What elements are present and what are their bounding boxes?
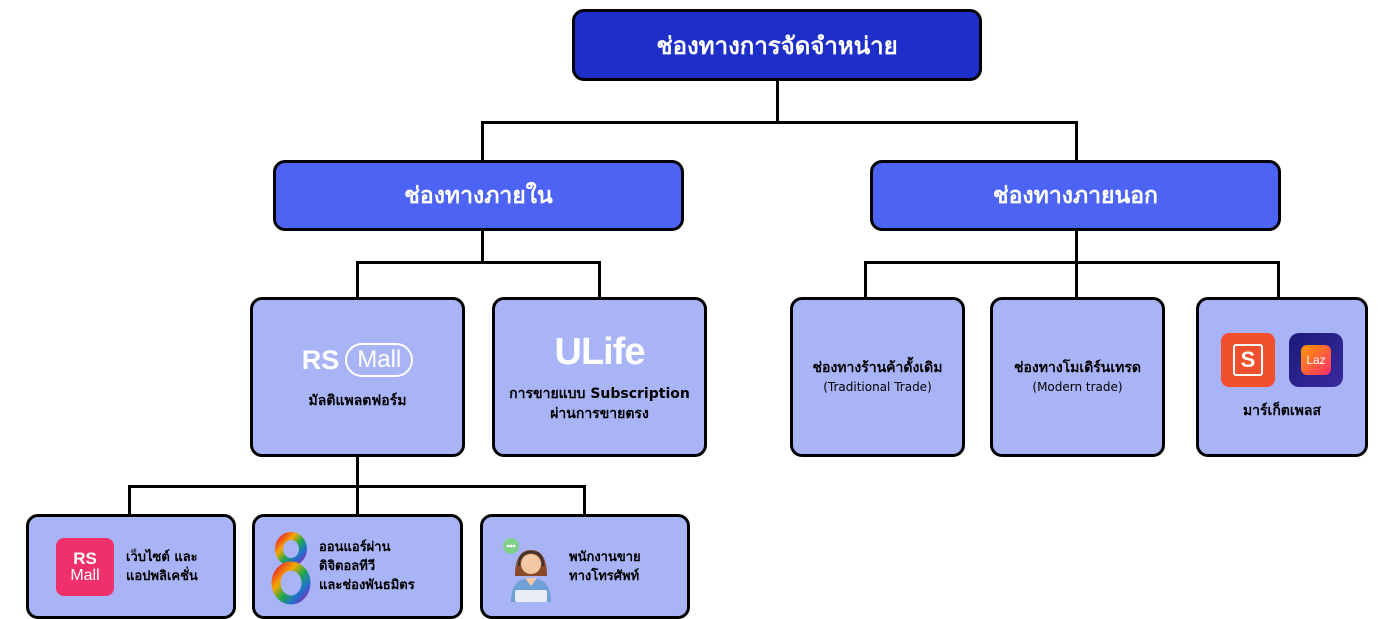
rsmall-logo-rs: RS: [301, 344, 340, 375]
connector: [864, 261, 1280, 264]
shopee-icon-letter: S: [1233, 344, 1263, 376]
internal-channel-node: ช่องทางภายใน: [273, 160, 684, 231]
connector: [598, 261, 601, 299]
traditional-trade-label: ช่องทางร้านค้าดั้งเดิม: [812, 360, 943, 376]
telesales-line1: พนักงานขาย: [569, 549, 641, 565]
lazada-icon: Laz: [1289, 333, 1343, 387]
ulife-logo: ULife: [554, 330, 646, 373]
channel8-logo: [271, 528, 311, 606]
connector: [356, 485, 359, 516]
root-title: ช่องทางการจัดจำหน่าย: [656, 31, 898, 60]
marketplace-logos: S Laz: [1221, 333, 1343, 387]
ulife-label-line2: ผ่านการขายตรง: [550, 405, 649, 422]
connector: [864, 261, 867, 299]
modern-trade-sub: (Modern trade): [1032, 380, 1123, 394]
external-channel-node: ช่องทางภายนอก: [870, 160, 1281, 231]
rsmall-logo-mall: Mall: [345, 343, 414, 377]
digital-tv-node: ออนแอร์ผ่าน ดิจิตอลทีวี และช่องพันธมิตร: [252, 514, 463, 619]
website-app-node: RS Mall เว็บไซต์ และ แอปพลิเคชั่น: [26, 514, 236, 619]
modern-trade-node: ช่องทางโมเดิร์นเทรด (Modern trade): [990, 297, 1165, 457]
digital-tv-line2: ดิจิตอลทีวี: [319, 559, 376, 574]
connector: [1075, 261, 1078, 299]
marketplace-label: มาร์เก็ตเพลส: [1242, 403, 1322, 419]
root-node: ช่องทางการจัดจำหน่าย: [572, 9, 982, 81]
connector: [776, 80, 779, 123]
traditional-trade-node: ช่องทางร้านค้าดั้งเดิม (Traditional Trad…: [790, 297, 965, 457]
rsmall-app-rs: RS: [73, 548, 97, 568]
modern-trade-label: ช่องทางโมเดิร์นเทรด: [1013, 360, 1141, 376]
multiplatform-label: มัลติแพลตฟอร์ม: [308, 393, 407, 409]
traditional-trade-sub: (Traditional Trade): [823, 380, 932, 394]
telesales-line2: ทางโทรศัพท์: [569, 568, 640, 584]
connector: [583, 485, 586, 516]
call-center-agent-icon: [501, 532, 557, 602]
rsmall-logo: RS Mall: [302, 343, 414, 377]
connector: [356, 261, 359, 299]
connector: [481, 121, 484, 161]
lazada-icon-letter: Laz: [1301, 345, 1331, 375]
external-title: ช่องทางภายนอก: [993, 182, 1158, 209]
connector: [128, 485, 131, 516]
connector: [1075, 230, 1078, 263]
rsmall-app-icon: RS Mall: [56, 537, 114, 596]
connector: [481, 230, 484, 263]
connector: [1277, 261, 1280, 299]
website-app-line2: แอปพลิเคชั่น: [126, 568, 198, 584]
connector: [356, 456, 359, 487]
telesales-node: พนักงานขาย ทางโทรศัพท์: [480, 514, 690, 619]
shopee-icon: S: [1221, 333, 1275, 387]
connector: [481, 121, 1077, 124]
connector: [356, 261, 601, 264]
ulife-label-line1: การขายแบบ Subscription: [509, 385, 690, 402]
ulife-node: ULife การขายแบบ Subscription ผ่านการขายต…: [492, 297, 707, 457]
connector: [1075, 121, 1078, 161]
digital-tv-line3: และช่องพันธมิตร: [319, 578, 415, 593]
digital-tv-line1: ออนแอร์ผ่าน: [319, 540, 391, 555]
marketplace-node: S Laz มาร์เก็ตเพลส: [1196, 297, 1368, 457]
rsmall-app-mall: Mall: [70, 566, 100, 584]
internal-title: ช่องทางภายใน: [404, 182, 553, 209]
multiplatform-node: RS Mall มัลติแพลตฟอร์ม: [250, 297, 465, 457]
website-app-line1: เว็บไซต์ และ: [126, 549, 198, 565]
